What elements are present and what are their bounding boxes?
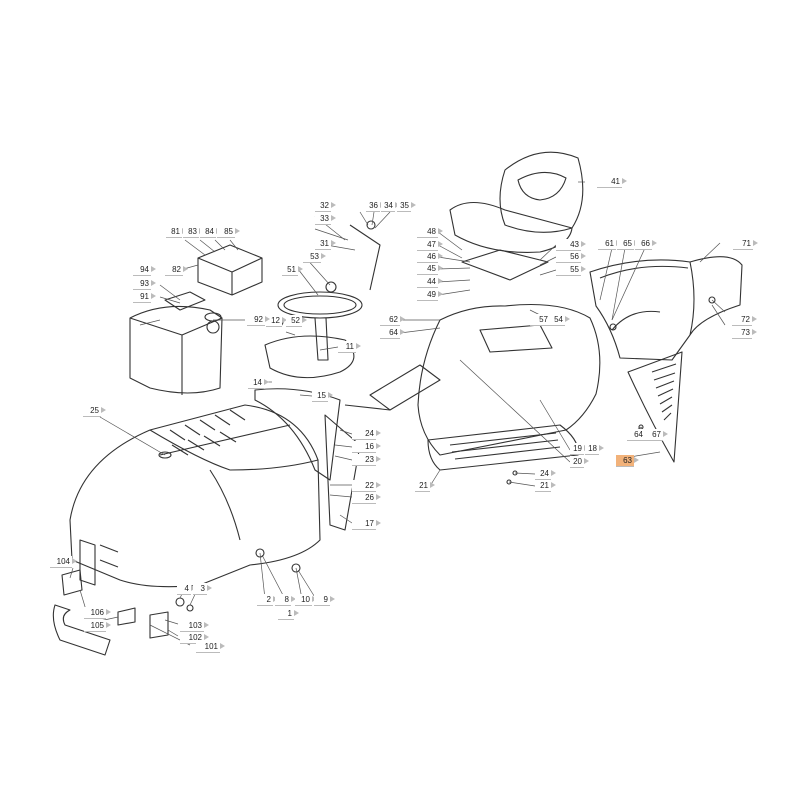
rear-cover-drawing xyxy=(589,256,743,361)
callout-20[interactable]: 20 xyxy=(570,456,589,468)
callout-10[interactable]: 10 xyxy=(295,594,317,606)
callout-33[interactable]: 33 xyxy=(315,213,336,225)
callout-18[interactable]: 18 xyxy=(585,443,604,455)
battery-drawing xyxy=(164,244,263,311)
callout-55[interactable]: 55 xyxy=(556,264,586,276)
callout-49[interactable]: 49 xyxy=(417,289,443,301)
callout-65[interactable]: 65 xyxy=(617,238,639,250)
callout-94[interactable]: 94 xyxy=(133,264,156,276)
callout-24[interactable]: 24 xyxy=(535,468,556,480)
callout-64[interactable]: 64 xyxy=(380,327,405,339)
callout-21b[interactable]: 21 xyxy=(415,480,435,492)
callout-3[interactable]: 3 xyxy=(193,583,212,595)
callout-36[interactable]: 36 xyxy=(366,200,385,212)
callout-43[interactable]: 43 xyxy=(556,239,586,251)
callout-48[interactable]: 48 xyxy=(417,226,443,238)
callout-71[interactable]: 71 xyxy=(733,238,758,250)
callout-66[interactable]: 66 xyxy=(635,238,657,250)
callout-101[interactable]: 101 xyxy=(196,641,225,653)
callout-67[interactable]: 67 xyxy=(645,429,668,441)
callout-84[interactable]: 84 xyxy=(200,226,221,238)
callout-102[interactable]: 102 xyxy=(180,632,209,644)
callout-14[interactable]: 14 xyxy=(248,377,269,389)
callout-34[interactable]: 34 xyxy=(381,200,400,212)
callout-45[interactable]: 45 xyxy=(417,263,443,275)
callout-25[interactable]: 25 xyxy=(83,405,106,417)
callout-93[interactable]: 93 xyxy=(133,278,156,290)
callout-92[interactable]: 92 xyxy=(247,314,270,326)
callout-73[interactable]: 73 xyxy=(732,327,757,339)
callout-104[interactable]: 104 xyxy=(50,556,77,568)
callout-83[interactable]: 83 xyxy=(183,226,204,238)
callout-46[interactable]: 46 xyxy=(417,251,443,263)
callout-47[interactable]: 47 xyxy=(417,239,443,251)
callout-32[interactable]: 32 xyxy=(315,200,336,212)
callout-15[interactable]: 15 xyxy=(312,390,333,402)
callout-4[interactable]: 4 xyxy=(177,583,196,595)
callout-26[interactable]: 26 xyxy=(352,492,381,504)
callout-17[interactable]: 17 xyxy=(352,518,381,530)
fuel-tank-drawing xyxy=(129,305,223,395)
callout-9[interactable]: 9 xyxy=(314,594,335,606)
callout-44[interactable]: 44 xyxy=(417,276,443,288)
bumper-drawing xyxy=(52,569,169,656)
callout-105[interactable]: 105 xyxy=(84,620,111,632)
callout-91[interactable]: 91 xyxy=(133,291,156,303)
leader-lines xyxy=(69,181,726,646)
callout-1[interactable]: 1 xyxy=(278,608,299,620)
callout-8[interactable]: 8 xyxy=(275,594,296,606)
callout-63[interactable]: 63 xyxy=(616,455,639,467)
hardware-drawing xyxy=(175,220,716,612)
callout-81[interactable]: 81 xyxy=(166,226,187,238)
callout-72[interactable]: 72 xyxy=(732,314,757,326)
callout-64b[interactable]: 64 xyxy=(627,429,650,441)
callout-62[interactable]: 62 xyxy=(380,314,405,326)
callout-22[interactable]: 22 xyxy=(352,480,381,492)
callout-85[interactable]: 85 xyxy=(217,226,240,238)
callout-103[interactable]: 103 xyxy=(180,620,209,632)
callout-23[interactable]: 23 xyxy=(352,454,381,466)
callout-24b[interactable]: 24 xyxy=(352,428,381,440)
callout-53[interactable]: 53 xyxy=(303,251,326,263)
callout-41[interactable]: 41 xyxy=(597,176,627,188)
body-drawing xyxy=(344,304,601,471)
callout-19[interactable]: 19 xyxy=(570,443,589,455)
callout-11[interactable]: 11 xyxy=(338,341,361,353)
side-panel-drawing xyxy=(627,351,683,463)
callout-51[interactable]: 51 xyxy=(282,264,303,276)
hood-drawing xyxy=(69,404,321,588)
callout-52[interactable]: 52 xyxy=(286,315,307,327)
callout-21[interactable]: 21 xyxy=(535,480,556,492)
callout-54[interactable]: 54 xyxy=(548,314,570,326)
callout-61[interactable]: 61 xyxy=(598,238,621,250)
callout-12[interactable]: 12 xyxy=(266,315,287,327)
callout-57[interactable]: 57 xyxy=(530,314,555,326)
callout-16[interactable]: 16 xyxy=(352,441,381,453)
callout-35[interactable]: 35 xyxy=(397,200,416,212)
callout-31[interactable]: 31 xyxy=(315,238,336,250)
callout-56[interactable]: 56 xyxy=(556,251,586,263)
callout-82[interactable]: 82 xyxy=(165,264,188,276)
callout-106[interactable]: 106 xyxy=(84,607,111,619)
callout-2[interactable]: 2 xyxy=(257,594,278,606)
